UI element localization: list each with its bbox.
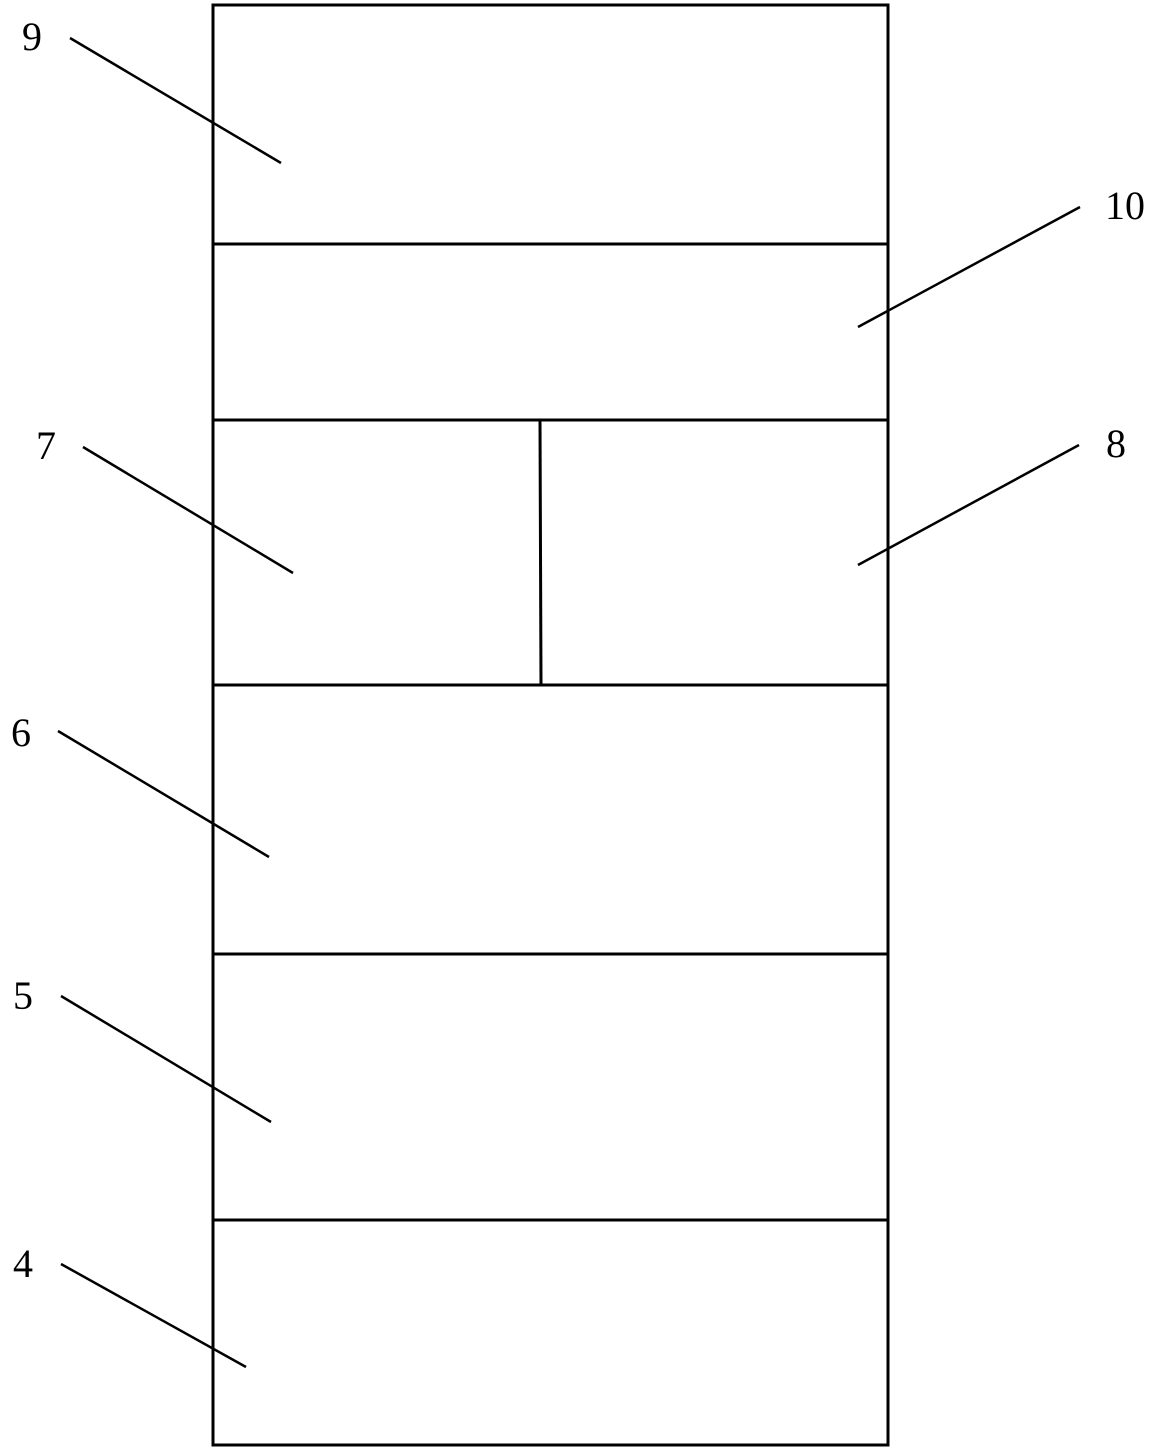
- leader-line-4: [60, 1262, 247, 1369]
- leader-line-10: [857, 205, 1081, 329]
- leader-line-9: [69, 36, 282, 165]
- callout-label-6: 6: [11, 710, 31, 755]
- callout-label-7: 7: [36, 423, 56, 468]
- leader-line-7: [82, 445, 294, 575]
- divider-7-8: [538, 419, 543, 686]
- leader-line-8: [857, 443, 1080, 567]
- callout-label-5: 5: [13, 973, 33, 1018]
- callout-label-9: 9: [22, 14, 42, 59]
- callout-label-10: 10: [1105, 183, 1145, 228]
- outer-frame: [211, 3, 890, 1447]
- leader-line-6: [57, 729, 270, 859]
- callout-label-8: 8: [1106, 421, 1126, 466]
- leader-line-5: [60, 994, 272, 1124]
- callout-label-4: 4: [13, 1241, 33, 1286]
